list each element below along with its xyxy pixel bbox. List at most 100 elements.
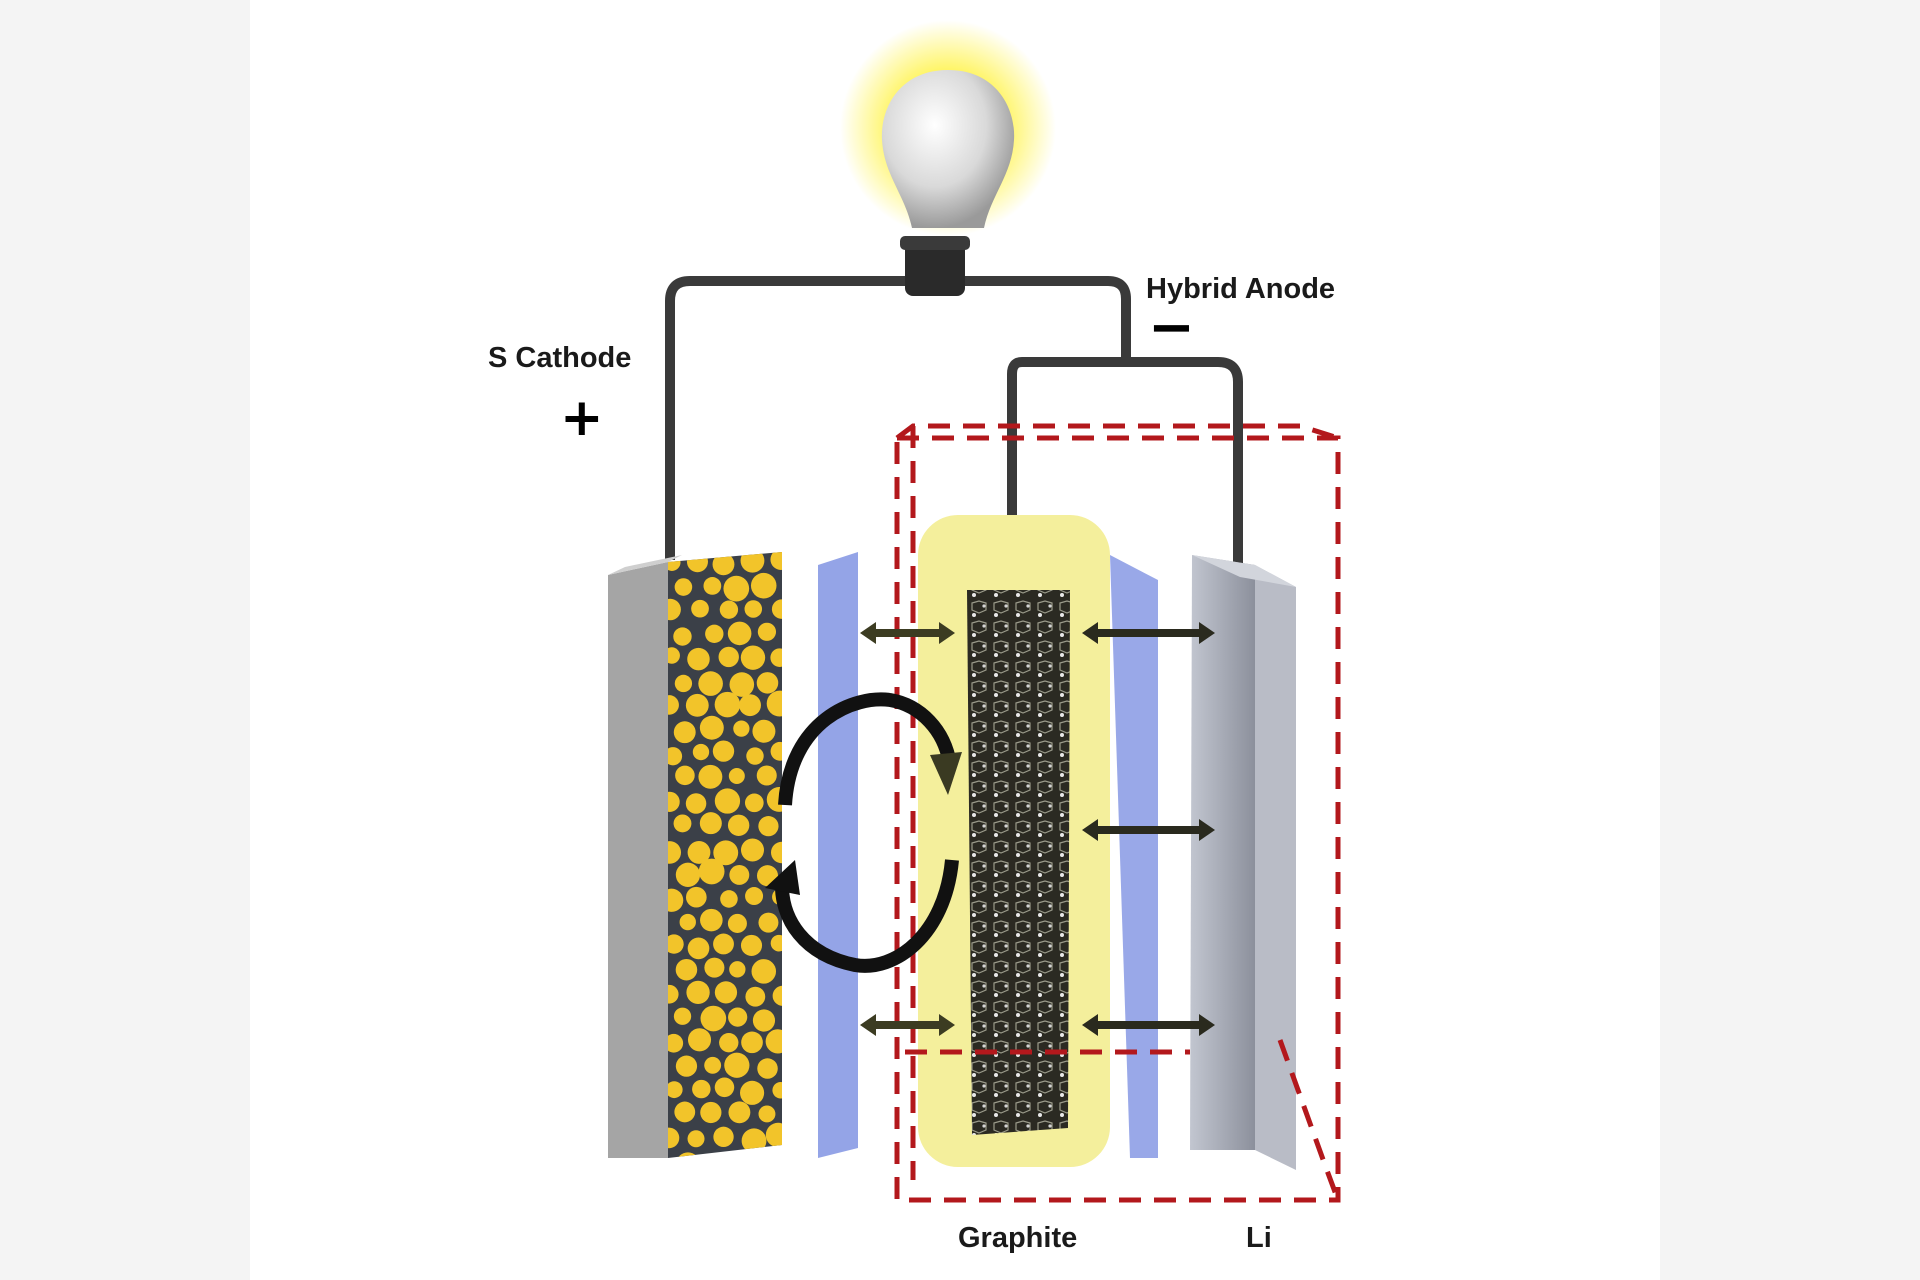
sulfur-particle: [674, 1101, 696, 1123]
sulfur-particle: [740, 645, 766, 670]
sulfur-particle: [727, 913, 747, 933]
sulfur-particle: [765, 1122, 782, 1148]
sulfur-particle: [758, 912, 779, 933]
sulfur-particle: [673, 814, 692, 833]
sulfur-particle: [728, 767, 745, 784]
sulfur-particle: [699, 715, 724, 740]
sulfur-particle: [698, 671, 723, 696]
sulfur-particle: [770, 934, 782, 952]
sulfur-particle: [668, 1081, 683, 1099]
sulfur-particle: [668, 747, 683, 766]
sulfur-particle: [756, 672, 779, 694]
sulfur-particle: [740, 1080, 765, 1105]
sulfur-particle: [686, 980, 710, 1005]
sulfur-particle: [675, 1055, 698, 1077]
sulfur-particle: [756, 765, 777, 786]
sulfur-particle: [758, 1105, 776, 1123]
sulfur-particle: [685, 886, 707, 908]
anode-label: Hybrid Anode: [1146, 273, 1336, 305]
cathode-collector: [608, 555, 682, 1158]
sulfur-particle: [675, 958, 698, 981]
cathode-sign: +: [560, 388, 604, 448]
sulfur-particle: [729, 672, 755, 697]
separator-right: [1110, 555, 1158, 1158]
sulfur-particle: [729, 864, 750, 885]
light-bulb-icon: [840, 20, 1056, 296]
sulfur-particle: [757, 622, 777, 641]
sulfur-particle: [668, 841, 682, 864]
sulfur-particle: [745, 986, 766, 1007]
sulfur-particle: [719, 1032, 739, 1053]
sulfur-particle: [729, 1154, 747, 1158]
sulfur-particle: [687, 647, 710, 671]
sulfur-particle: [739, 694, 761, 717]
separator-left: [818, 552, 858, 1158]
sulfur-particle: [703, 577, 722, 595]
sulfur-composite-layer: [668, 552, 782, 1158]
sulfur-particle: [720, 890, 738, 908]
double-arrow-icon: [1082, 1014, 1215, 1036]
sulfur-particle: [679, 913, 696, 931]
sulfur-particle: [772, 1081, 782, 1099]
sulfur-particle: [757, 1151, 777, 1158]
sulfur-particle: [668, 791, 680, 812]
sulfur-particle: [714, 788, 741, 814]
sulfur-particle: [692, 743, 710, 761]
sulfur-particle: [668, 647, 680, 664]
sulfur-particle: [668, 1033, 684, 1053]
sulfur-particle: [766, 690, 782, 717]
sulfur-particle: [673, 721, 696, 744]
sulfur-particle: [704, 957, 725, 978]
graphite-layer: [967, 590, 1070, 1135]
sulfur-particle: [692, 1079, 711, 1099]
sulfur-particle: [673, 1007, 692, 1025]
sulfur-particle: [744, 793, 764, 813]
sulfur-particle: [729, 961, 746, 978]
sulfur-particle: [700, 1005, 727, 1032]
sulfur-particle: [745, 887, 764, 906]
sulfur-particle: [714, 1077, 735, 1098]
sulfur-particle: [714, 981, 738, 1004]
sulfur-particle: [700, 1101, 722, 1124]
sulfur-particle: [752, 719, 776, 743]
sulfur-particle: [699, 812, 722, 835]
sulfur-particle: [751, 959, 777, 984]
hybrid-anode-boundary: [894, 423, 1341, 1203]
double-arrow-icon: [1082, 819, 1215, 841]
sulfur-particle: [674, 578, 693, 596]
sulfur-particle: [675, 862, 701, 887]
sulfur-particle: [687, 937, 710, 960]
sulfur-particle: [676, 1152, 700, 1158]
cathode-label: S Cathode: [488, 342, 632, 374]
sulfur-particle: [675, 765, 695, 786]
sulfur-particle: [724, 1052, 750, 1078]
sulfur-particle: [668, 888, 684, 912]
sulfur-particle: [674, 674, 693, 693]
sulfur-particle: [770, 841, 782, 864]
sulfur-particle: [770, 648, 782, 667]
sulfur-particle: [758, 816, 779, 837]
sulfur-particle: [727, 814, 750, 836]
sulfur-particle: [698, 858, 725, 885]
anode-sign: −: [1148, 295, 1195, 360]
sulfur-particle: [691, 599, 709, 618]
sulfur-particle: [740, 552, 765, 573]
sulfur-particle: [713, 840, 739, 866]
sulfur-particle: [723, 575, 750, 602]
sulfur-particle: [728, 1101, 751, 1124]
sulfur-particle: [714, 691, 741, 718]
sulfur-particle: [718, 646, 739, 668]
sulfur-particle: [712, 740, 735, 762]
sulfur-particle: [741, 1128, 767, 1154]
sulfur-particle: [712, 553, 735, 576]
sulfur-particle: [686, 552, 708, 573]
sulfur-particle: [744, 600, 763, 618]
sulfur-particle: [687, 1130, 705, 1148]
sulfur-particle: [704, 1056, 722, 1074]
sulfur-particle: [719, 600, 739, 619]
sulfur-particle: [713, 933, 734, 955]
ion-arrows: [860, 622, 1215, 1036]
sulfur-particle: [757, 1058, 778, 1079]
sulfur-particle: [668, 1127, 680, 1149]
